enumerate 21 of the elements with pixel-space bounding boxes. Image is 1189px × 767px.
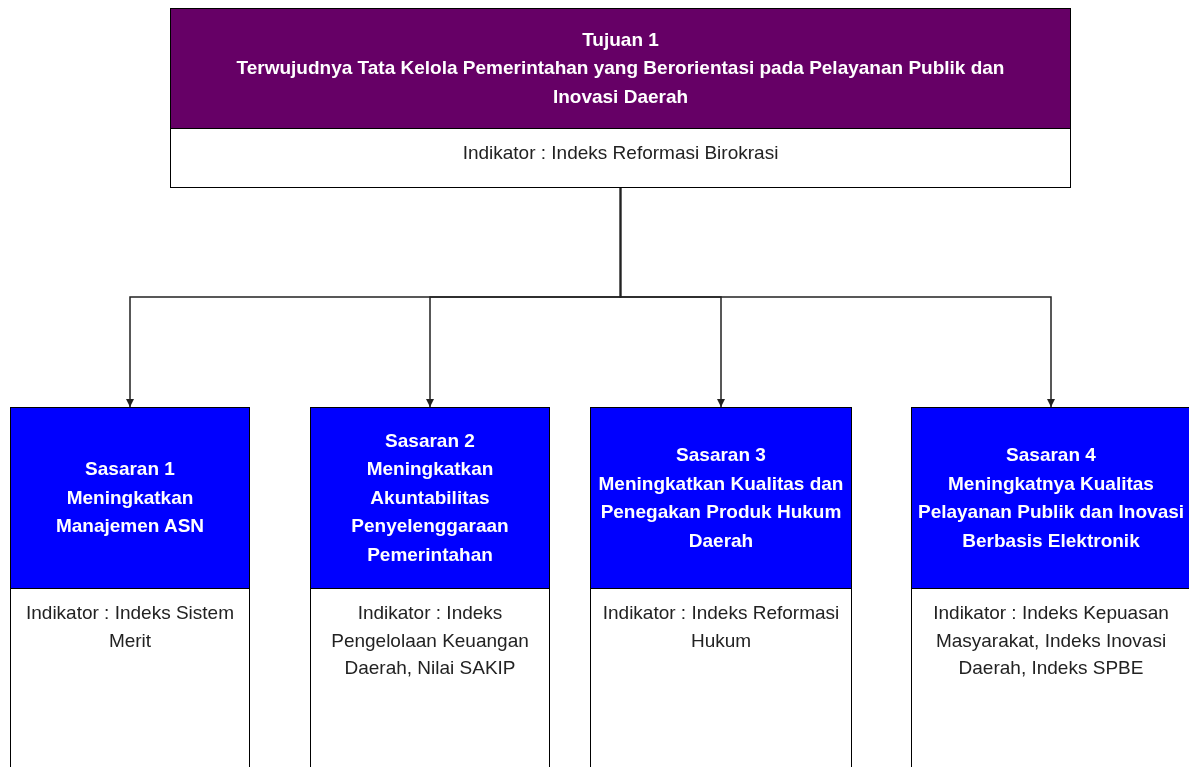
indicator-text: Indikator : Indeks Kepuasan Masyarakat, Indeks Inovasi Daerah, Indeks SPBE: [932, 601, 1170, 681]
arrow: [619, 187, 1055, 408]
title-text: Meningkatkan Kualitas dan Penegakan Produk Hukum Daerah: [597, 471, 845, 553]
heading-text: Sasaran 3: [676, 443, 766, 467]
indicator-text: Indikator : Indeks Sistem Merit: [24, 601, 235, 653]
target-card: [310, 407, 550, 767]
heading-text: Sasaran 4: [1006, 443, 1096, 467]
target-card: [911, 407, 1189, 767]
target-card: [590, 407, 852, 767]
title-text: Meningkatkan Manajemen ASN: [54, 485, 206, 539]
title-text: Meningkatnya Kualitas Pelayanan Publik dan Inovasi Berbasis Elektronik: [916, 471, 1186, 553]
title-text: Meningkatkan Akuntabilitas Penyelenggaraan Pemerintahan: [350, 457, 510, 567]
goal-card: [170, 8, 1071, 188]
heading-text: Tujuan 1: [582, 27, 659, 52]
heading-text: Sasaran 2: [385, 428, 475, 453]
heading-text: Sasaran 1: [85, 457, 175, 482]
title-text: Terwujudnya Tata Kelola Pemerintahan yang Berorientasi pada Pelayanan Publik dan Inovasi Daerah: [235, 56, 1006, 109]
indicator-text: Indikator : Indeks Pengelolaan Keuangan Daerah, Nilai SAKIP: [330, 601, 530, 681]
indicator-text: Indikator : Indeks Reformasi Hukum: [601, 601, 841, 653]
target-card: [10, 407, 250, 767]
indicator-text: Indikator : Indeks Reformasi Birokrasi: [461, 141, 780, 165]
